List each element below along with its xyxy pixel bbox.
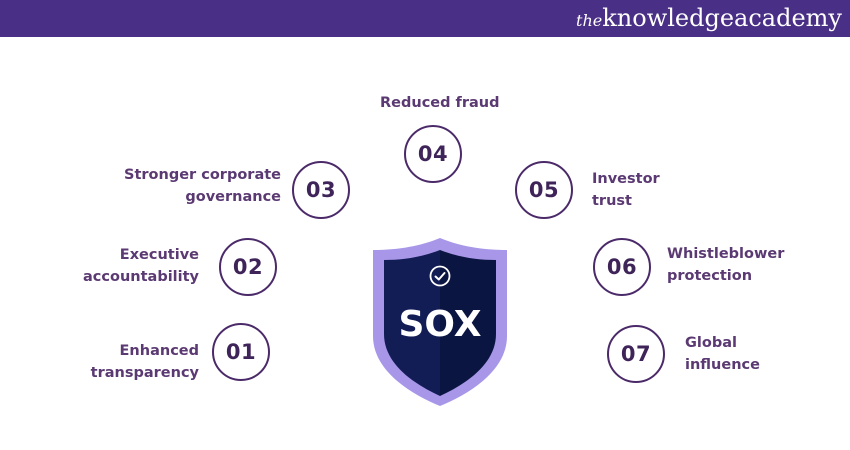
item-01-badge: 01 — [212, 323, 270, 381]
item-04-badge: 04 — [404, 125, 462, 183]
header-bar: theknowledgeacademy — [0, 0, 850, 37]
brand-name: knowledgeacademy — [602, 4, 842, 32]
item-03-badge: 03 — [292, 161, 350, 219]
item-07-badge: 07 — [607, 325, 665, 383]
shield-inner-left — [384, 250, 440, 396]
sox-label: SOX — [398, 304, 481, 345]
item-04-label: Reduced fraud — [380, 95, 500, 111]
item-05-badge: 05 — [515, 161, 573, 219]
sox-shield: SOX — [373, 238, 507, 406]
shield-inner-right — [440, 250, 496, 396]
brand-logo: theknowledgeacademy — [576, 3, 842, 36]
item-06-badge: 06 — [593, 238, 651, 296]
item-02-badge: 02 — [219, 238, 277, 296]
brand-prefix: the — [576, 11, 603, 30]
check-circle-icon — [429, 265, 451, 287]
